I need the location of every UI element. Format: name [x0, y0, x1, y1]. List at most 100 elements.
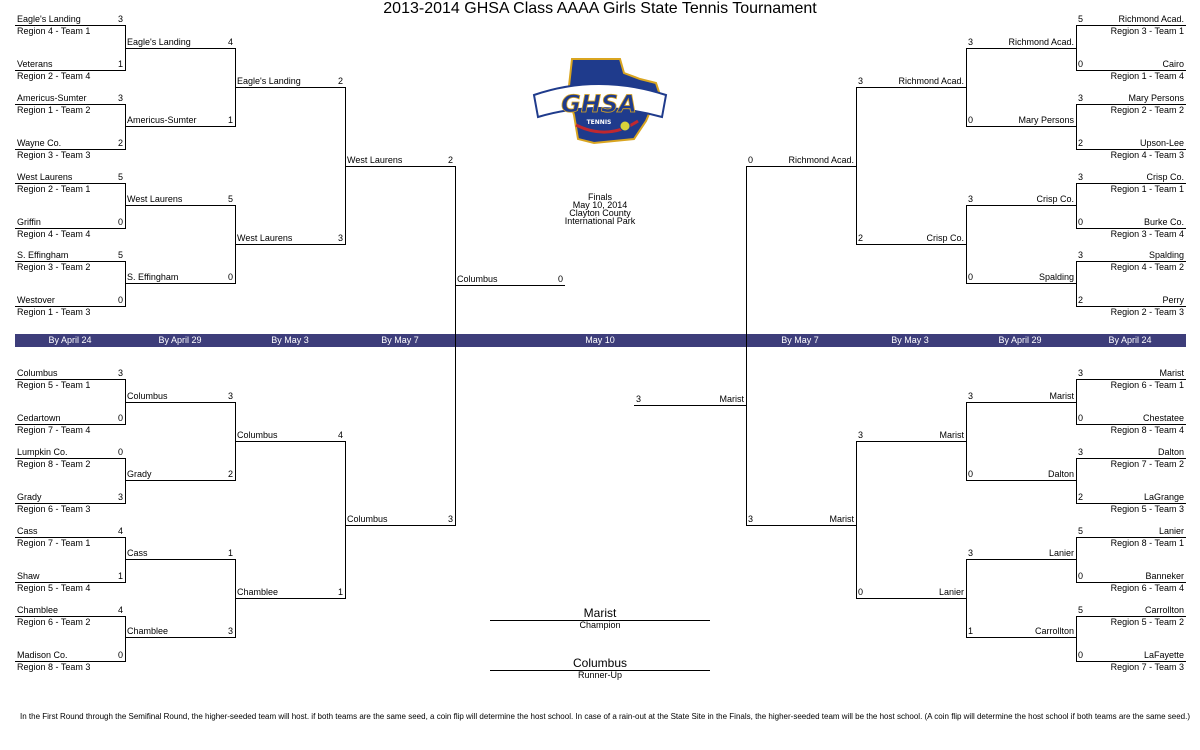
- svg-text:TENNIS: TENNIS: [587, 119, 612, 126]
- right-r1-line-0: [1076, 25, 1186, 26]
- finals-info-county: Clayton County: [569, 208, 631, 218]
- left-r2-team-0: Eagle's Landing: [127, 37, 191, 47]
- left-r2-team-2: West Laurens: [127, 194, 183, 204]
- right-r1-connector-3: [1076, 261, 1077, 307]
- right-r1-score-11: 2: [1078, 492, 1084, 502]
- right-r2-line-2: [966, 205, 1076, 206]
- champion-label: Champion: [579, 620, 621, 630]
- right-r1-line-11: [1076, 503, 1186, 504]
- left-r2-line-0: [125, 48, 235, 49]
- left-r1-connector-5: [125, 458, 126, 504]
- left-r1-score-13: 1: [117, 571, 123, 581]
- right-r2-line-5: [966, 480, 1076, 481]
- right-sf-score-1: 3: [748, 514, 754, 524]
- right-r1-score-0: 5: [1078, 14, 1084, 24]
- right-r1-line-13: [1076, 582, 1186, 583]
- left-r1-team-7: Westover: [17, 295, 55, 305]
- right-qf-score-3: 0: [858, 587, 864, 597]
- left-qf-team-3: Chamblee: [237, 587, 279, 597]
- left-r1-team-2: Americus-Sumter: [17, 93, 87, 103]
- left-r2-score-2: 5: [227, 194, 233, 204]
- left-qf-score-3: 1: [337, 587, 343, 597]
- left-r1-connector-3: [125, 261, 126, 307]
- right-r1-team-8: Marist: [1159, 368, 1185, 378]
- left-r1-line-9: [15, 424, 125, 425]
- right-r1-team-13: Banneker: [1145, 571, 1184, 581]
- date-label-quarter-left: By May 3: [271, 335, 309, 345]
- finals-info-date: May 10, 2014: [572, 200, 628, 210]
- left-r1-seed-11: Region 6 - Team 3: [17, 504, 91, 514]
- right-r1-seed-3: Region 4 - Team 3: [1110, 150, 1184, 160]
- left-r1-line-1: [15, 70, 125, 71]
- right-r1-score-8: 3: [1078, 368, 1084, 378]
- right-r1-score-1: 0: [1078, 59, 1084, 69]
- left-r1-seed-15: Region 8 - Team 3: [17, 662, 91, 672]
- left-qf-line-2: [235, 441, 345, 442]
- right-r1-seed-6: Region 4 - Team 2: [1110, 262, 1184, 272]
- right-r1-line-14: [1076, 616, 1186, 617]
- left-r1-score-4: 5: [117, 172, 123, 182]
- right-r1-seed-15: Region 7 - Team 3: [1110, 662, 1184, 672]
- right-r2-line-0: [966, 48, 1076, 49]
- right-r2-connector-2: [966, 402, 967, 481]
- right-r2-team-6: Lanier: [1048, 548, 1074, 558]
- right-r2-team-3: Spalding: [1038, 272, 1074, 282]
- right-qf-line-3: [856, 598, 966, 599]
- left-r1-team-11: Grady: [17, 492, 42, 502]
- right-r1-score-10: 3: [1078, 447, 1084, 457]
- left-r2-line-7: [125, 637, 235, 638]
- left-r1-team-9: Cedartown: [17, 413, 61, 423]
- right-sf-team-0: Richmond Acad.: [788, 155, 854, 165]
- left-r1-line-3: [15, 149, 125, 150]
- left-r1-score-12: 4: [117, 526, 123, 536]
- left-qf-score-1: 3: [337, 233, 343, 243]
- left-r1-seed-13: Region 5 - Team 4: [17, 583, 91, 593]
- right-r2-connector-3: [966, 559, 967, 638]
- left-r2-line-2: [125, 205, 235, 206]
- left-r1-seed-0: Region 4 - Team 1: [17, 26, 91, 36]
- right-qf-team-3: Lanier: [938, 587, 964, 597]
- right-r1-seed-1: Region 1 - Team 4: [1110, 71, 1184, 81]
- left-r2-score-1: 1: [227, 115, 233, 125]
- right-r1-seed-12: Region 8 - Team 1: [1110, 538, 1184, 548]
- round-date-bar: By April 24 By April 29 By May 3 By May …: [15, 334, 1186, 347]
- runner-up-line: [490, 670, 710, 671]
- ghsa-logo: GHSA TENNIS: [528, 55, 670, 145]
- right-r2-team-7: Carrollton: [1034, 626, 1074, 636]
- right-r2-score-1: 0: [968, 115, 974, 125]
- left-qf-line-0: [235, 87, 345, 88]
- left-r1-line-13: [15, 582, 125, 583]
- date-label-round1-right: By April 24: [1108, 335, 1152, 345]
- left-qf-team-1: West Laurens: [237, 233, 293, 243]
- right-r2-connector-0: [966, 48, 967, 127]
- right-r2-line-6: [966, 559, 1076, 560]
- left-r1-score-11: 3: [117, 492, 123, 502]
- right-r1-team-12: Lanier: [1158, 526, 1184, 536]
- left-r1-seed-12: Region 7 - Team 1: [17, 538, 91, 548]
- date-label-round1-left: By April 24: [48, 335, 92, 345]
- right-r1-line-10: [1076, 458, 1186, 459]
- runner-up-name: Columbus: [572, 656, 628, 670]
- right-r1-team-1: Cairo: [1162, 59, 1184, 69]
- page-title: 2013-2014 GHSA Class AAAA Girls State Te…: [383, 0, 817, 17]
- right-r2-score-0: 3: [968, 37, 974, 47]
- left-r2-team-4: Columbus: [127, 391, 168, 401]
- right-r1-seed-14: Region 5 - Team 2: [1110, 617, 1184, 627]
- right-r1-line-6: [1076, 261, 1186, 262]
- left-r1-team-4: West Laurens: [17, 172, 73, 182]
- left-r1-score-10: 0: [117, 447, 123, 457]
- right-r1-team-9: Chestatee: [1142, 413, 1184, 423]
- left-r2-score-6: 1: [227, 548, 233, 558]
- right-r1-connector-6: [1076, 537, 1077, 583]
- right-r1-team-10: Dalton: [1157, 447, 1184, 457]
- right-r1-line-9: [1076, 424, 1186, 425]
- left-r1-line-12: [15, 537, 125, 538]
- right-r1-connector-5: [1076, 458, 1077, 504]
- left-r1-team-5: Griffin: [17, 217, 41, 227]
- right-qf-connector-0: [856, 87, 857, 245]
- right-qf-team-0: Richmond Acad.: [898, 76, 964, 86]
- champion-name: Marist: [583, 606, 617, 620]
- left-r2-line-5: [125, 480, 235, 481]
- right-r1-line-12: [1076, 537, 1186, 538]
- left-r1-team-0: Eagle's Landing: [17, 14, 81, 24]
